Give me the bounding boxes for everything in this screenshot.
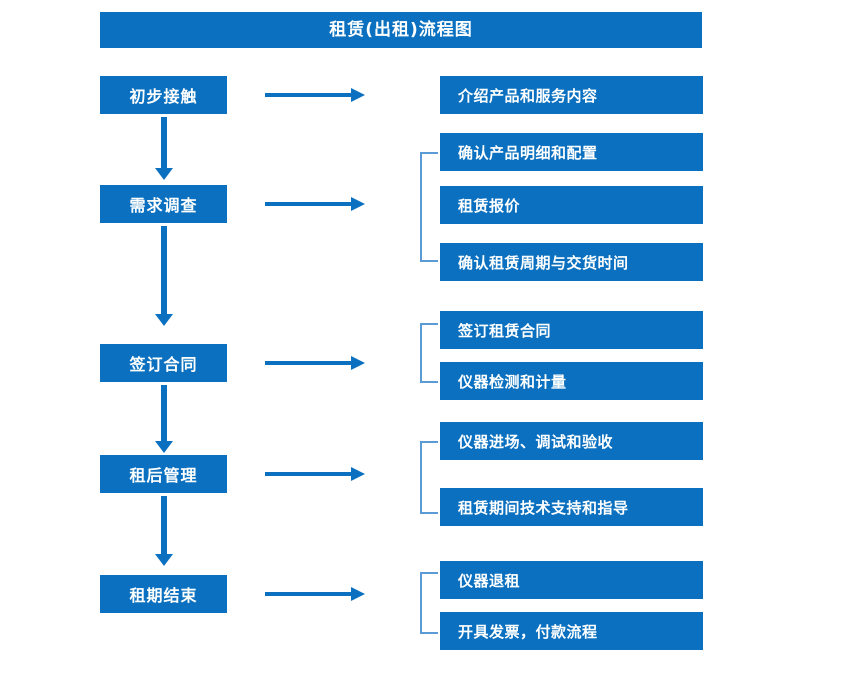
arrow-right-icon-4 [265, 467, 365, 481]
arrow-shaft [265, 472, 353, 476]
arrow-right-icon-5 [265, 587, 365, 601]
arrow-head [351, 197, 365, 211]
arrow-down-icon-3 [155, 385, 173, 453]
arrow-shaft [265, 361, 353, 365]
arrow-shaft [161, 117, 167, 168]
arrow-head [155, 441, 173, 453]
stage-box-3[interactable]: 签订合同 [100, 344, 227, 382]
arrow-right-icon-2 [265, 197, 365, 211]
detail-box-4[interactable]: 确认租赁周期与交货时间 [440, 243, 703, 281]
detail-box-8[interactable]: 租赁期间技术支持和指导 [440, 488, 703, 526]
detail-box-5[interactable]: 签订租赁合同 [440, 311, 703, 349]
stage-box-1[interactable]: 初步接触 [100, 76, 227, 114]
arrow-shaft [265, 93, 353, 97]
detail-box-7[interactable]: 仪器进场、调试和验收 [440, 422, 703, 460]
detail-box-3[interactable]: 租赁报价 [440, 186, 703, 224]
arrow-down-icon-4 [155, 496, 173, 566]
arrow-head [351, 467, 365, 481]
arrow-down-icon-1 [155, 117, 173, 180]
detail-box-6[interactable]: 仪器检测和计量 [440, 362, 703, 400]
detail-box-2[interactable]: 确认产品明细和配置 [440, 133, 703, 171]
stage-box-5[interactable]: 租期结束 [100, 575, 227, 613]
arrow-shaft [161, 385, 167, 441]
arrow-head [351, 356, 365, 370]
group-bracket-4 [420, 441, 438, 514]
stage-box-4[interactable]: 租后管理 [100, 455, 227, 493]
arrow-shaft [161, 496, 167, 554]
arrow-head [351, 88, 365, 102]
group-bracket-3 [420, 323, 438, 383]
arrow-head [155, 554, 173, 566]
arrow-right-icon-3 [265, 356, 365, 370]
arrow-shaft [265, 592, 353, 596]
group-bracket-5 [420, 572, 438, 634]
detail-box-1[interactable]: 介绍产品和服务内容 [440, 76, 703, 114]
arrow-shaft [265, 202, 353, 206]
arrow-head [155, 168, 173, 180]
arrow-head [351, 587, 365, 601]
group-bracket-2 [420, 152, 438, 262]
stage-box-2[interactable]: 需求调查 [100, 185, 227, 223]
arrow-down-icon-2 [155, 226, 173, 326]
detail-box-9[interactable]: 仪器退租 [440, 561, 703, 599]
arrow-head [155, 314, 173, 326]
detail-box-10[interactable]: 开具发票，付款流程 [440, 612, 703, 650]
arrow-right-icon-1 [265, 88, 365, 102]
arrow-shaft [161, 226, 167, 314]
page-title: 租赁(出租)流程图 [100, 12, 702, 48]
